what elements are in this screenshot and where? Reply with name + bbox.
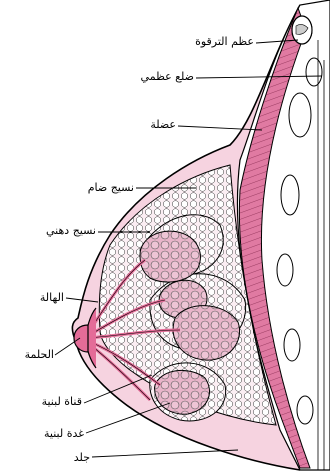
label-clavicle: عظم الترقوة bbox=[195, 35, 254, 48]
label-areola: الهالة bbox=[40, 291, 64, 304]
label-skin: جلد bbox=[74, 451, 90, 464]
label-connective-tissue: نسيج ضام bbox=[88, 181, 134, 194]
label-muscle: عضلة bbox=[150, 118, 176, 131]
label-nipple: الحلمة bbox=[25, 348, 54, 361]
milk-gland-1 bbox=[140, 231, 200, 282]
label-fatty-tissue: نسيج دهني bbox=[46, 224, 96, 237]
label-rib: ضلع عظمي bbox=[141, 70, 194, 83]
milk-gland-3 bbox=[173, 306, 239, 360]
label-milk-duct: قناة لبنية bbox=[42, 395, 82, 408]
label-milk-gland: غدة لبنية bbox=[44, 427, 84, 440]
